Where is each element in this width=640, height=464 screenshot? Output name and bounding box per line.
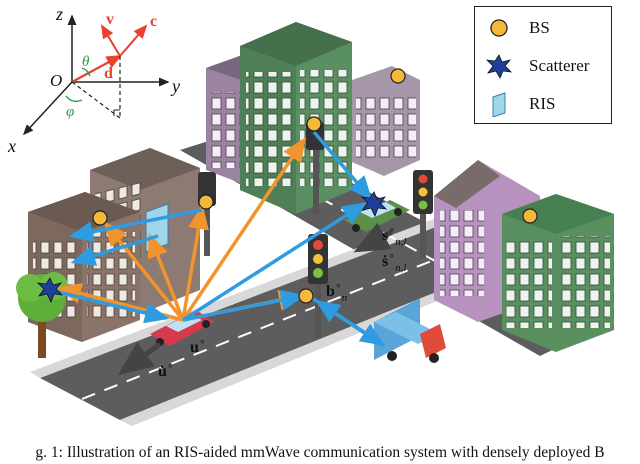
axis-y-label: y	[170, 76, 180, 96]
scatterer-star	[36, 277, 64, 303]
angle-theta-label: θ	[82, 54, 90, 70]
vector-d-label: d	[104, 65, 113, 82]
legend-item-scatterer: Scatterer	[475, 47, 613, 83]
vector-c-label: c	[150, 13, 157, 30]
ris-panel	[145, 203, 169, 253]
legend: BS Scatterer RIS	[474, 6, 612, 124]
bs-markers	[92, 68, 538, 304]
legend-item-ris: RIS	[475, 85, 613, 121]
truck	[374, 298, 446, 363]
axis-z-label: z	[55, 4, 63, 24]
signal-paths-blue	[57, 130, 385, 348]
velocity-arrow-s	[353, 222, 394, 253]
legend-label-ris: RIS	[529, 94, 556, 113]
label-udot: u̇∘	[158, 360, 174, 380]
bs-marker	[198, 194, 214, 210]
scatterer-markers	[36, 191, 388, 303]
axis-x-label: x	[7, 136, 16, 156]
vector-v-label: v	[106, 11, 114, 28]
figure-illustration: z y x O v c d θ φ s∘n,l ṡ∘n,l b∘n u∘ u̇∘	[7, 4, 614, 426]
building-top-green	[240, 22, 352, 214]
bs-marker	[92, 210, 108, 226]
traffic-light-right	[413, 170, 433, 258]
bs-marker	[390, 68, 406, 84]
label-s-nl: s∘n,l	[382, 224, 406, 248]
bs-icon	[490, 19, 508, 37]
legend-label-scatterer: Scatterer	[529, 56, 590, 75]
label-sdot-nl: ṡ∘n,l	[382, 250, 406, 274]
scatterer-icon	[485, 54, 513, 79]
bs-marker	[306, 116, 322, 132]
ris-icon	[492, 92, 506, 117]
figure-caption: g. 1: Illustration of an RIS-aided mmWav…	[35, 444, 605, 461]
scatterer-star	[360, 191, 388, 217]
velocity-arrow-u	[117, 341, 162, 375]
building-top-right	[352, 66, 420, 176]
legend-item-bs: BS	[475, 9, 613, 45]
coordinate-axes	[22, 14, 170, 136]
label-b-n: b∘n	[326, 280, 348, 304]
angle-phi-label: φ	[66, 104, 74, 120]
legend-label-bs: BS	[529, 18, 550, 37]
bs-marker	[522, 208, 538, 224]
axis-origin-label: O	[50, 71, 62, 90]
label-u: u∘	[190, 336, 206, 356]
bs-marker	[298, 288, 314, 304]
building-right-green	[502, 194, 614, 352]
